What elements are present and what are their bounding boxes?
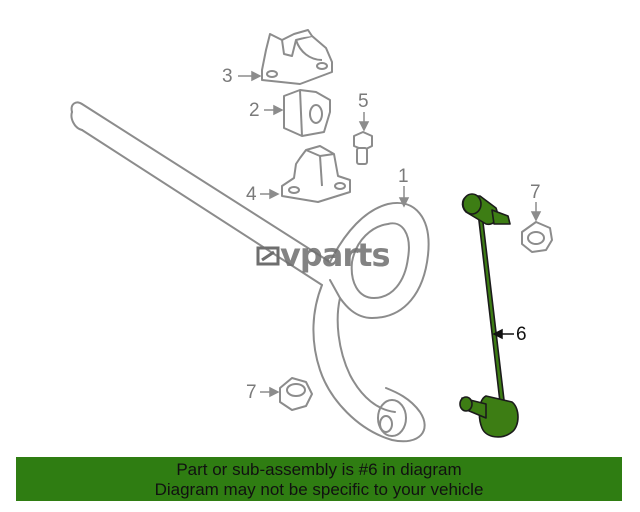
parts-diagram [70, 29, 553, 443]
bracket-part-4 [281, 145, 351, 203]
stabilizer-link-part-6 [459, 193, 519, 438]
callout-7-upper: 7 [530, 182, 541, 203]
callout-2: 2 [249, 100, 260, 121]
callout-5: 5 [358, 91, 369, 112]
watermark-text: vparts [280, 236, 390, 274]
stabilizer-bar [70, 101, 430, 443]
callout-arrows [238, 70, 542, 398]
nut-upper-part-7 [521, 221, 553, 253]
bracket-part-3 [261, 29, 333, 85]
vparts-logo-icon [256, 246, 280, 266]
callout-3: 3 [222, 66, 233, 87]
info-banner: Part or sub-assembly is #6 in diagram Di… [16, 457, 622, 501]
bolt-part-5 [353, 131, 373, 165]
banner-line-2: Diagram may not be specific to your vehi… [154, 480, 484, 499]
callout-arrow-6 [492, 328, 514, 340]
callout-1: 1 [398, 166, 409, 187]
callout-6: 6 [516, 324, 527, 345]
bushing-part-2 [283, 89, 331, 137]
banner-line-1: Part or sub-assembly is #6 in diagram [176, 460, 462, 479]
callout-4: 4 [246, 184, 257, 205]
callout-7-lower: 7 [246, 382, 257, 403]
nut-lower-part-7 [279, 377, 313, 411]
